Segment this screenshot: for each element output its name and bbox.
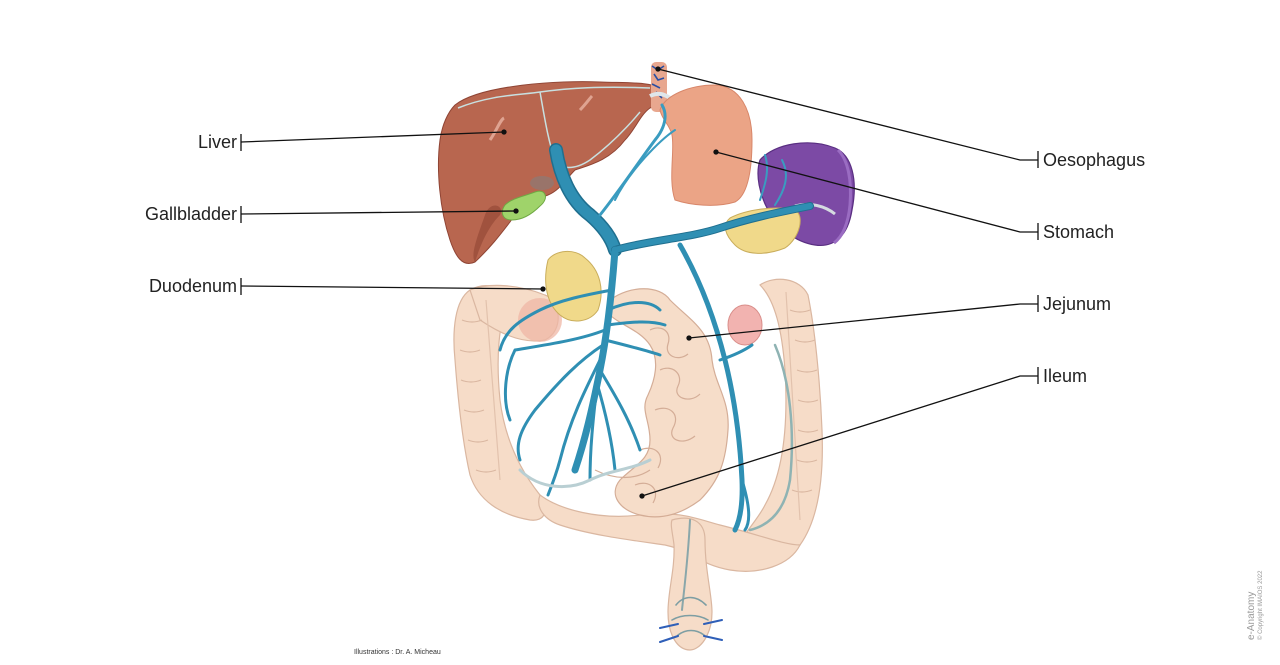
brand-copyright: © Copyright IMAIOS 2022 — [1258, 570, 1264, 640]
portal-vein-system — [498, 103, 814, 643]
leader-lines — [240, 66, 1039, 499]
colon — [453, 278, 823, 651]
label-jejunum: Jejunum — [1043, 294, 1112, 314]
brand-name: e-Anatomy — [1246, 591, 1257, 640]
cecum-region — [518, 298, 562, 342]
brand-watermark: e-Anatomy © Copyright IMAIOS 2022 — [1246, 571, 1265, 640]
liver — [437, 81, 663, 264]
small-intestine — [594, 288, 729, 518]
label-stomach: Stomach — [1043, 222, 1115, 242]
gallbladder — [501, 176, 554, 221]
label-duodenum: Duodenum — [148, 276, 237, 296]
label-oesophagus: Oesophagus — [1043, 150, 1146, 170]
stomach — [659, 84, 753, 206]
label-gallbladder: Gallbladder — [144, 204, 237, 224]
illustration-credit: Illustrations : Dr. A. Micheau — [354, 649, 441, 656]
colon-cut-end — [727, 304, 763, 346]
label-ileum: Ileum — [1043, 366, 1088, 386]
label-liver: Liver — [197, 132, 237, 152]
